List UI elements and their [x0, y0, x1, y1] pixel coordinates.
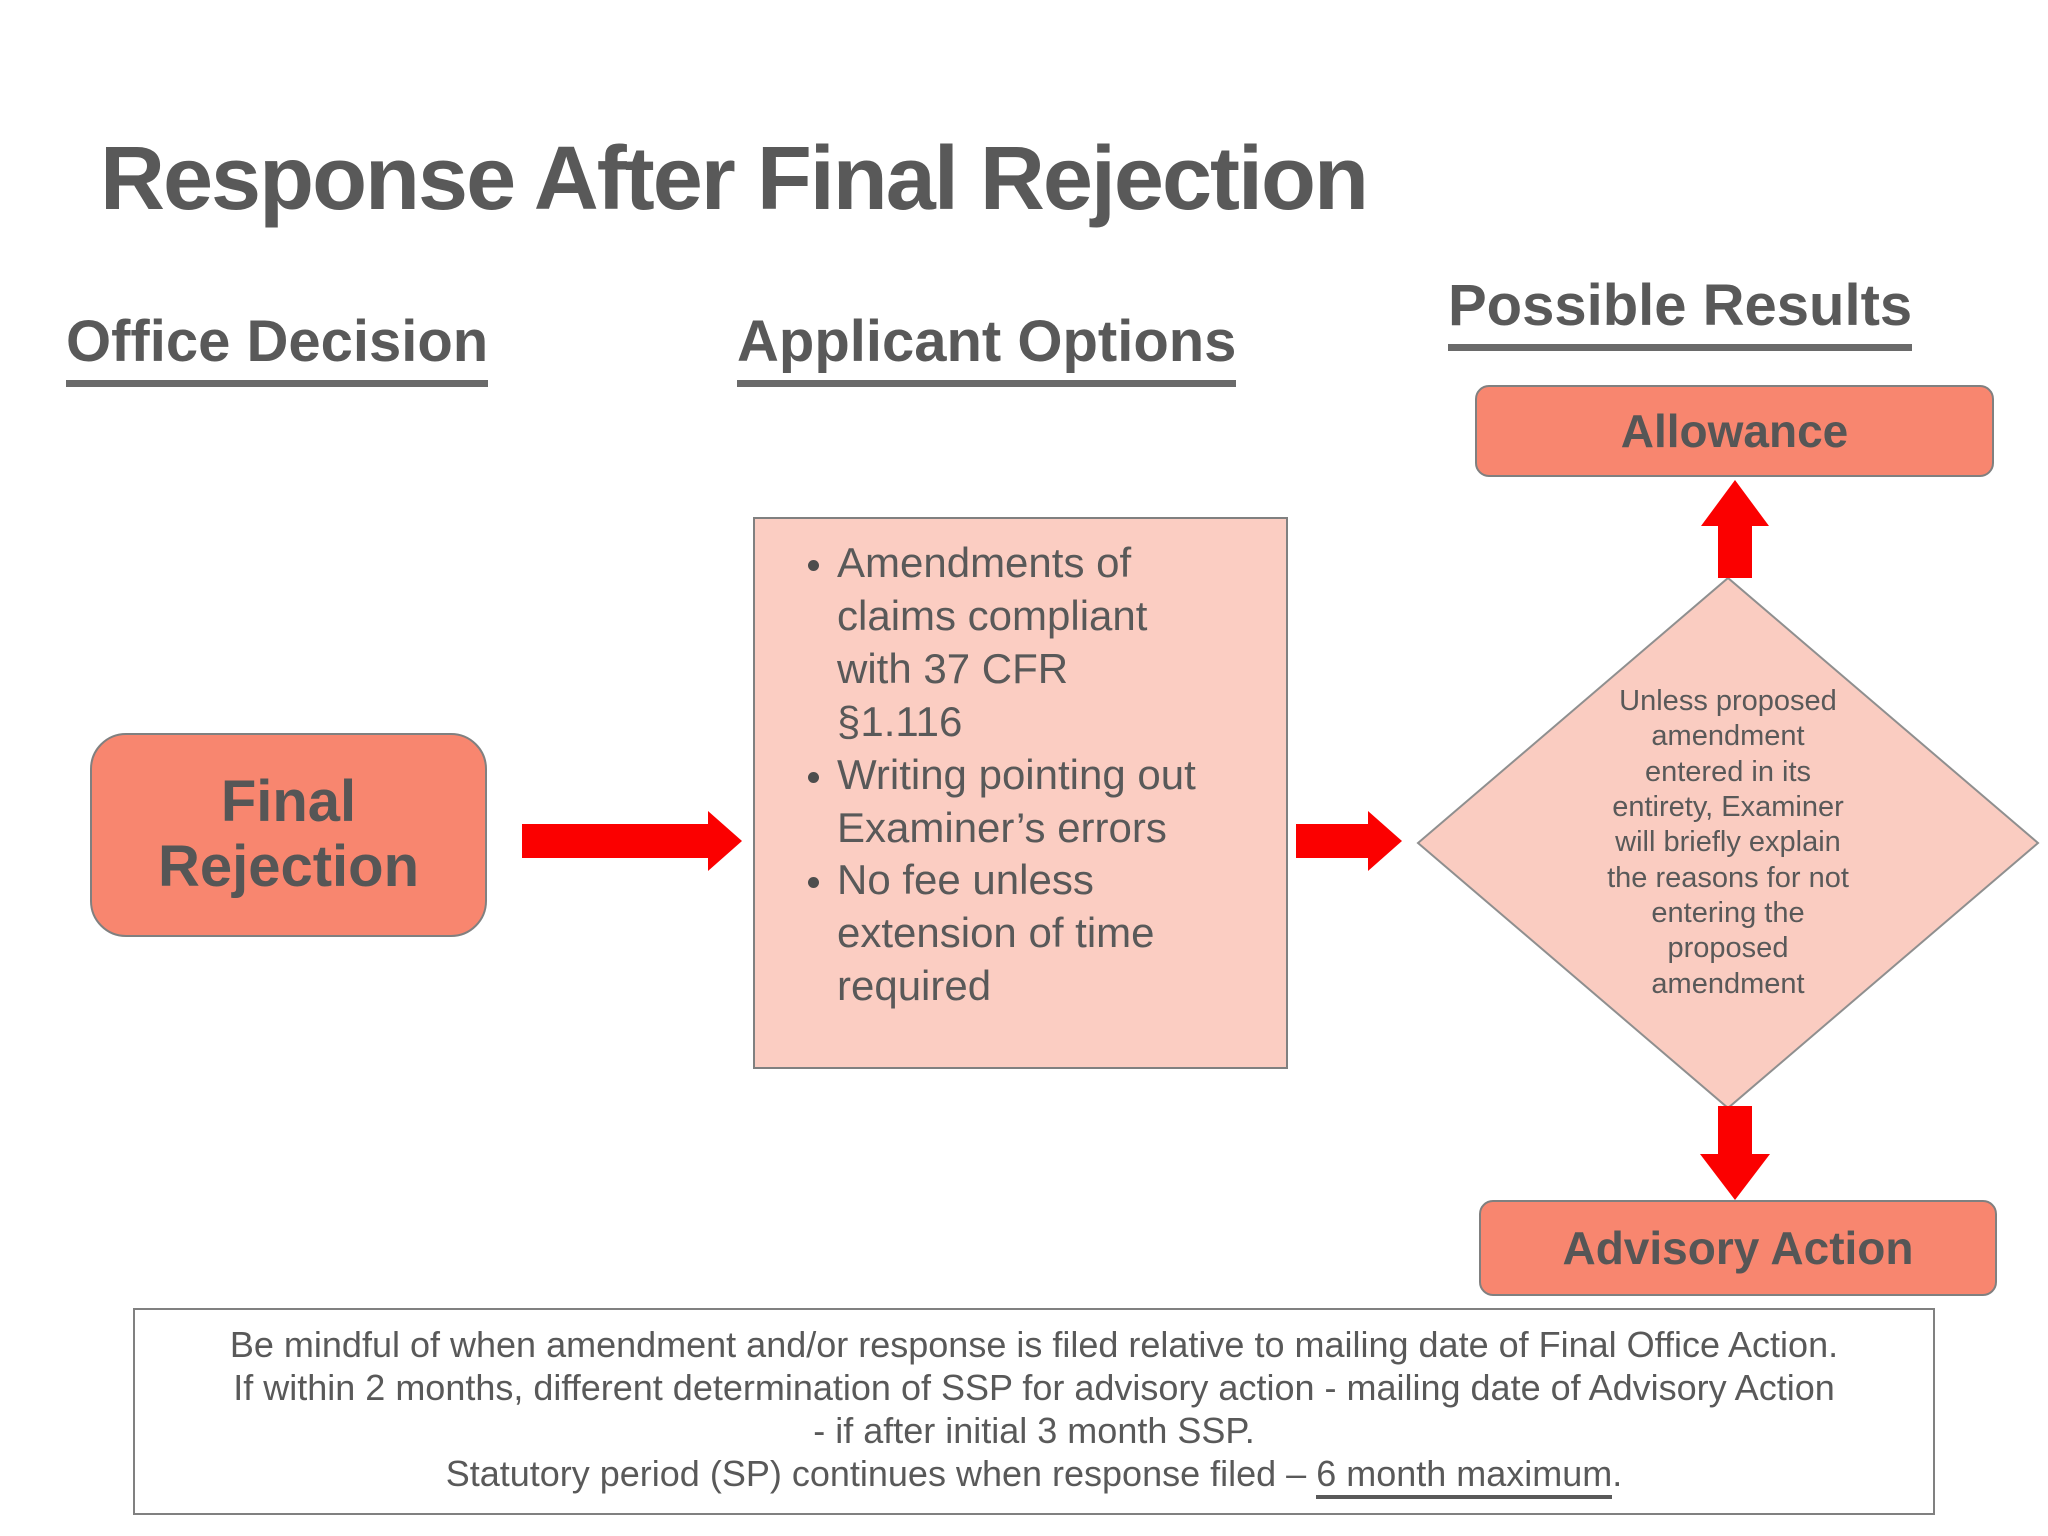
arrow-head — [1368, 811, 1402, 871]
bullet-item: No fee unless extension of time required — [837, 854, 1278, 1013]
arrow-head — [1700, 1154, 1770, 1200]
note-line-3: - if after initial 3 month SSP. — [813, 1410, 1255, 1451]
advisory-action-node: Advisory Action — [1479, 1200, 1997, 1296]
decision-diamond-text: Unless proposed amendment entered in its… — [1607, 684, 1849, 1000]
up-arrow-icon — [1701, 480, 1769, 578]
note-line-1: Be mindful of when amendment and/or resp… — [229, 1324, 1839, 1365]
page-title: Response After Final Rejection — [100, 129, 1369, 229]
final-rejection-node: Final Rejection — [90, 733, 487, 937]
note-line-4-period: . — [1612, 1453, 1623, 1494]
arrow-shaft — [1718, 1106, 1752, 1154]
column-header-applicant-options: Applicant Options — [737, 308, 1237, 387]
bullet-item: Writing pointing out Examiner’s errors — [837, 749, 1278, 855]
column-header-office-decision: Office Decision — [66, 308, 489, 387]
allowance-label: Allowance — [1620, 405, 1849, 457]
bullet-list: Amendments of claims compliant with 37 C… — [775, 537, 1278, 1013]
advisory-action-label: Advisory Action — [1562, 1222, 1914, 1274]
final-rejection-label: Final Rejection — [157, 769, 420, 899]
note-line-4-text: Statutory period (SP) continues when res… — [445, 1453, 1317, 1494]
down-arrow-icon — [1700, 1106, 1770, 1200]
arrow-shaft — [522, 824, 708, 858]
column-header-possible-results: Possible Results — [1448, 272, 1913, 351]
note-box: Be mindful of when amendment and/or resp… — [133, 1308, 1935, 1515]
applicant-options-box: Amendments of claims compliant with 37 C… — [753, 517, 1288, 1069]
arrow-shaft — [1296, 824, 1368, 858]
decision-diamond-shape — [1416, 576, 2040, 1110]
note-line-2: If within 2 months, different determinat… — [233, 1367, 1835, 1408]
arrow-head — [708, 811, 742, 871]
note-underline: 6 month maximum — [1316, 1453, 1613, 1499]
right-arrow-icon — [1296, 811, 1402, 871]
right-arrow-icon — [522, 811, 742, 871]
bullet-item: Amendments of claims compliant with 37 C… — [837, 537, 1278, 749]
allowance-node: Allowance — [1475, 385, 1994, 477]
arrow-shaft — [1718, 526, 1752, 578]
arrow-head — [1701, 480, 1769, 526]
note-line-4: Statutory period (SP) continues when res… — [135, 1452, 1933, 1499]
decision-diamond — [1416, 576, 2040, 1110]
